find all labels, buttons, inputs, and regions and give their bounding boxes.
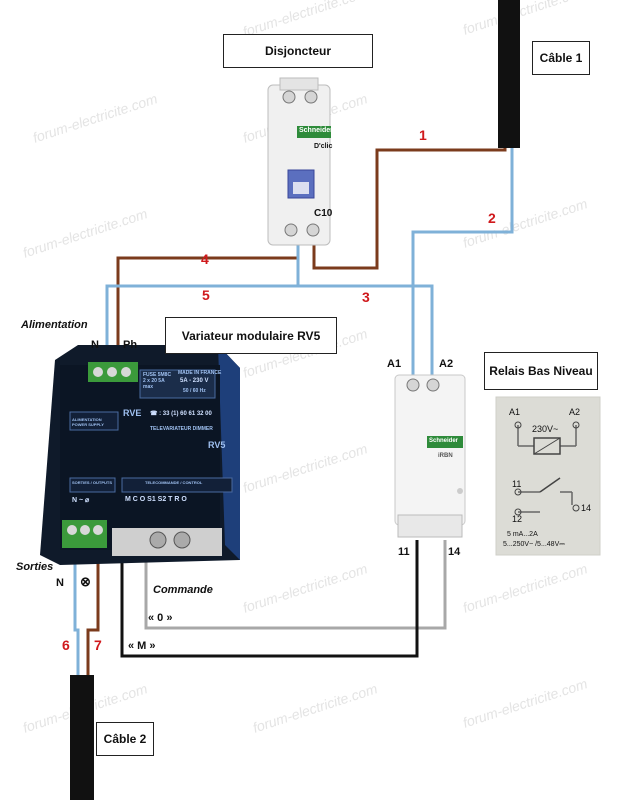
dimmer-control: TELECOMMANDE / CONTROL: [145, 480, 203, 485]
dimmer-brand: RVE: [123, 408, 142, 418]
dimmer-terminals-out: N ~ ⌀: [72, 497, 90, 504]
breaker-model: C10: [314, 208, 333, 219]
wire-number-7: 7: [94, 637, 102, 653]
cable2-label: Câble 2: [96, 722, 154, 756]
wire-3: [298, 284, 434, 378]
dimmer-fuse: FUSE 5M8C 2 x 20 5A max: [143, 372, 172, 390]
a1-label: A1: [387, 358, 402, 370]
dimmer-terminals-ctl: M C O S1 S2 T R O: [125, 496, 187, 503]
wire-6: [73, 555, 80, 675]
dimmer-output-symbol: ⊗: [80, 574, 91, 589]
terminal-14-label: 14: [448, 546, 461, 558]
wire-1: [312, 148, 507, 270]
breaker-brand: Schneider: [299, 127, 333, 134]
dimmer-type: TELEVARIATEUR DIMMER: [150, 426, 213, 432]
dimmer-made: MADE IN FRANCE: [178, 370, 222, 376]
n-bottom-label: N: [56, 577, 64, 589]
relais-label: Relais Bas Niveau: [484, 352, 598, 390]
ph-label: Ph: [123, 339, 138, 351]
dimmer-phone: ☎ : 33 (1) 60 61 32 00: [150, 411, 212, 417]
wire-number-2: 2: [488, 210, 496, 226]
variateur-label: Variateur modulaire RV5: [165, 317, 337, 354]
alimentation-label: Alimentation: [21, 319, 88, 331]
schem-12: 12: [512, 514, 523, 524]
disjoncteur-label: Disjoncteur: [223, 34, 373, 68]
cable-2: [70, 675, 94, 800]
schem-spec1: 5 mA...2A: [507, 531, 538, 538]
dimmer-freq: 50 / 60 Hz: [183, 388, 206, 394]
relay: [394, 374, 466, 538]
wire-zero: [144, 540, 447, 630]
n-top-label: N: [91, 339, 99, 351]
wire-number-1: 1: [419, 127, 427, 143]
sorties-label: Sorties: [16, 561, 54, 573]
relay-model: iRBN: [438, 453, 453, 459]
schem-coil: 230V~: [532, 424, 559, 434]
relay-schematic: [495, 396, 601, 556]
terminal-11-label: 11: [398, 546, 410, 558]
cable-1: [498, 0, 520, 148]
schem-a1: A1: [509, 407, 521, 417]
breaker-sub: D'clic: [314, 143, 333, 150]
commande-label: Commande: [153, 584, 213, 596]
wire-number-4: 4: [201, 251, 209, 267]
dimmer-rating: 5A - 230 V: [180, 378, 209, 384]
a2-label: A2: [439, 358, 454, 370]
wire-number-6: 6: [62, 637, 70, 653]
dimmer-supply: ALIMENTATION POWER SUPPLY: [72, 417, 104, 427]
wire-number-5: 5: [202, 287, 210, 303]
cable1-label: Câble 1: [532, 41, 590, 75]
schem-14: 14: [581, 503, 592, 513]
relay-brand: Schneider: [429, 438, 459, 444]
wire-number-3: 3: [362, 289, 370, 305]
schem-a2: A2: [569, 407, 581, 417]
dimmer-outputs: SORTIES / OUTPUTS: [72, 480, 113, 485]
wire-7: [86, 555, 100, 675]
m-label: « M »: [128, 640, 156, 652]
wire-5: [105, 240, 300, 360]
wire-2: [411, 148, 514, 378]
zero-label: « 0 »: [148, 612, 173, 624]
wire-m: [120, 540, 419, 658]
schem-11: 11: [512, 479, 522, 489]
breaker: [267, 77, 331, 246]
dimmer: [40, 345, 240, 565]
dimmer-model: RV5: [208, 440, 226, 450]
schem-spec2: 5...250V~ /5...48V⎓: [503, 541, 565, 548]
